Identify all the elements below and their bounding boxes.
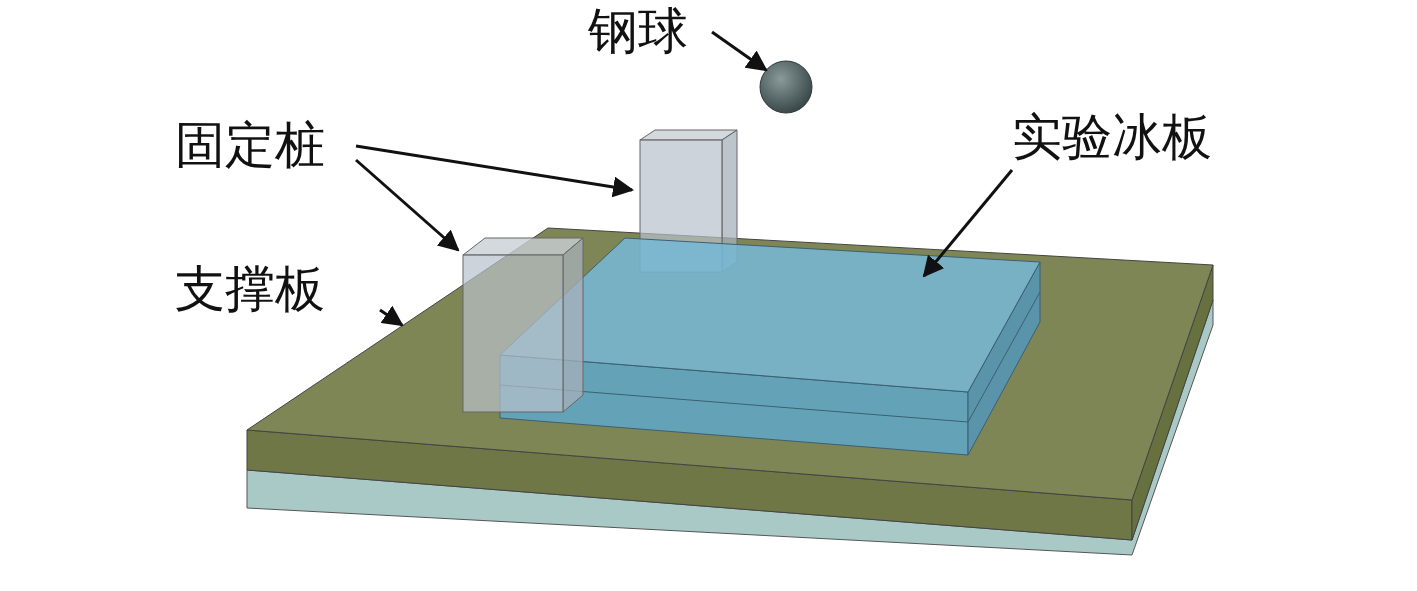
pile-top — [640, 130, 737, 140]
support-plate — [247, 228, 1213, 555]
pile-front — [463, 255, 563, 412]
leader-lines — [356, 32, 1012, 325]
part-label: 固定桩 — [175, 118, 325, 173]
leader-arrow — [380, 310, 402, 325]
fixed-pile-front — [463, 238, 583, 412]
leader-arrow — [356, 146, 632, 190]
pile-side — [563, 238, 583, 412]
part-label: 支撑板 — [175, 262, 325, 317]
leader-arrow — [356, 160, 458, 250]
part-label: 实验冰板 — [1012, 110, 1212, 165]
pile-top — [463, 238, 583, 255]
part-label: 钢球 — [588, 4, 688, 59]
steel-ball — [760, 61, 812, 113]
ice-plate — [500, 238, 1040, 455]
leader-arrow — [924, 170, 1012, 276]
support-plate-top-face — [247, 228, 1213, 500]
leader-arrow — [712, 32, 766, 70]
ice-layer-line — [968, 292, 1040, 422]
